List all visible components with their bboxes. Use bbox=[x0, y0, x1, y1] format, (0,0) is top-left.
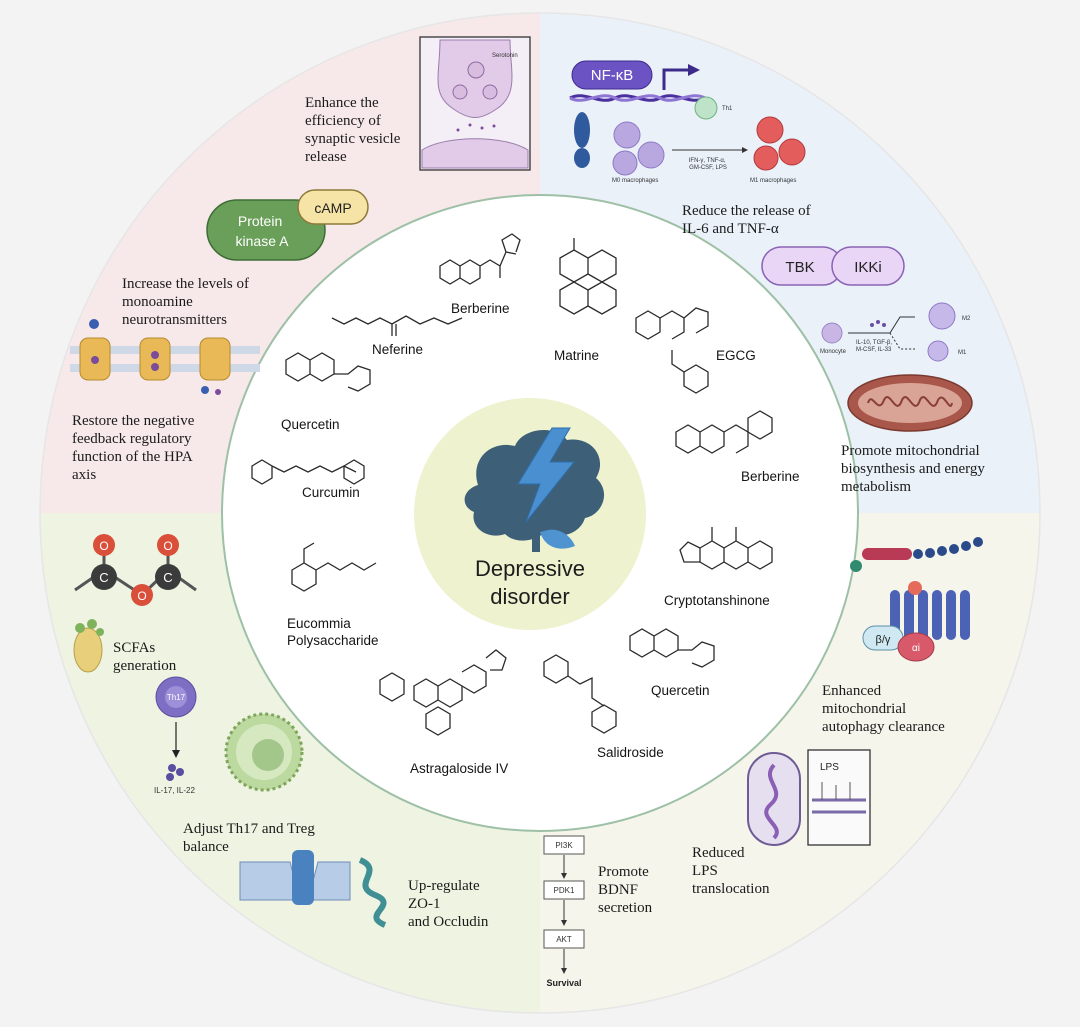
eucommia-structure bbox=[291, 542, 377, 592]
survival-label: Survival bbox=[546, 978, 581, 988]
scfa-molecule-icon: O O O C C bbox=[74, 534, 197, 606]
monoamine-text: Increase the levels of monoamine neurotr… bbox=[122, 276, 253, 328]
compound-quercetin-right: Quercetin bbox=[651, 683, 710, 698]
tbk-ikki-icon: TBK IKKi bbox=[761, 246, 905, 286]
hpa-text: Restore the negative feedback regulatory… bbox=[72, 413, 198, 483]
curcumin-structure bbox=[251, 459, 365, 485]
oxygen-label-3: O bbox=[137, 589, 146, 603]
alpha-i-label: αi bbox=[912, 643, 920, 654]
neferine-structure bbox=[331, 315, 463, 336]
th1-label: Th1 bbox=[722, 106, 733, 112]
compound-cryptotanshinone: Cryptotanshinone bbox=[664, 593, 770, 608]
monocyte-label: Monocyte bbox=[820, 349, 847, 355]
compound-neferine: Neferine bbox=[372, 342, 423, 357]
tight-junction-icon bbox=[239, 850, 387, 928]
oxygen-label-2: O bbox=[163, 539, 172, 553]
tbk-label: TBK bbox=[785, 259, 814, 276]
synaptic-text: Enhance the efficiency of synaptic vesic… bbox=[305, 95, 404, 165]
brain-icon bbox=[464, 429, 605, 552]
carbon-label-2: C bbox=[163, 570, 172, 585]
m1-label: M1 macrophages bbox=[750, 178, 796, 184]
center-title-line1: Depressive bbox=[475, 556, 585, 581]
macrophage-illustration: M0 macrophages Th1 IFN-γ, TNF-α, GM-CSF,… bbox=[574, 96, 806, 184]
m2-cytokines-label: IL-10, TGF-β, M-CSF, IL-33 bbox=[856, 340, 894, 353]
m0-label: M0 macrophages bbox=[612, 178, 658, 184]
m1-short-label: M1 bbox=[958, 350, 967, 356]
bacteria-icon bbox=[73, 619, 104, 673]
compound-berberine-right: Berberine bbox=[741, 469, 800, 484]
pi3k-pathway-icon: PI3K PDK1 AKT Survival bbox=[543, 835, 585, 988]
compound-salidroside: Salidroside bbox=[597, 745, 664, 760]
mito-biosynthesis-text: Promote mitochondrial biosynthesis and e… bbox=[841, 443, 989, 495]
carbon-label-1: C bbox=[99, 570, 108, 585]
scfa-text: SCFAs generation bbox=[113, 640, 177, 674]
gpcr-receptor-icon: β/γ αi bbox=[850, 537, 983, 662]
cryptotanshinone-structure bbox=[679, 527, 773, 570]
membrane-transporter-illustration bbox=[70, 319, 260, 395]
astragaloside-structure bbox=[379, 649, 507, 736]
compound-matrine: Matrine bbox=[554, 348, 599, 363]
salidroside-structure bbox=[543, 654, 617, 734]
pi3k-label: PI3K bbox=[555, 841, 573, 850]
cytokines-label: IFN-γ, TNF-α, GM-CSF, LPS bbox=[689, 158, 727, 171]
zo1-text: Up-regulate ZO-1 and Occludin bbox=[408, 878, 489, 930]
quercetin-right-structure bbox=[629, 628, 715, 668]
lps-icon-label: LPS bbox=[820, 762, 839, 773]
lps-bacterium-icon: LPS bbox=[747, 749, 871, 846]
quercetin-left-structure bbox=[285, 352, 371, 392]
mitochondrion-icon bbox=[847, 374, 973, 432]
berberine-structure bbox=[439, 233, 521, 285]
center-title-line2: disorder bbox=[490, 584, 569, 609]
il6-text: Reduce the release of IL-6 and TNF-α bbox=[682, 203, 814, 237]
autophagy-text: Enhanced mitochondrial autophagy clearan… bbox=[822, 683, 945, 735]
treg-cell-icon bbox=[224, 712, 304, 792]
th17-treg-text: Adjust Th17 and Treg balance bbox=[183, 821, 319, 855]
compound-curcumin: Curcumin bbox=[302, 485, 360, 500]
m2-label: M2 bbox=[962, 316, 971, 322]
compound-egcg: EGCG bbox=[716, 348, 756, 363]
synaptic-illustration: Serotonin bbox=[419, 36, 531, 171]
il17-label: IL-17, IL-22 bbox=[154, 786, 195, 795]
berberine-right-structure bbox=[675, 410, 773, 454]
bdnf-text: Promote BDNF secretion bbox=[598, 864, 653, 916]
compound-quercetin-left: Quercetin bbox=[281, 417, 340, 432]
th17-label: Th17 bbox=[167, 693, 186, 702]
lightning-bolt-icon bbox=[517, 427, 576, 523]
compound-berberine-top: Berberine bbox=[451, 301, 510, 316]
egcg-structure bbox=[635, 307, 709, 394]
compound-eucommia: Eucommia Polysaccharide bbox=[287, 616, 379, 648]
ikki-label: IKKi bbox=[854, 259, 882, 276]
beta-gamma-label: β/γ bbox=[876, 634, 891, 646]
serotonin-label: Serotonin bbox=[492, 53, 518, 59]
th17-cell-icon: Th17 IL-17, IL-22 bbox=[154, 676, 197, 795]
nfkb-label: NF-κB bbox=[591, 67, 634, 84]
lps-text: Reduced LPS translocation bbox=[692, 845, 770, 897]
nfkb-icon: NF-κB bbox=[569, 60, 706, 102]
matrine-structure bbox=[559, 238, 617, 315]
outer-ring-border bbox=[39, 12, 1041, 1014]
oxygen-label-1: O bbox=[99, 539, 108, 553]
camp-label: cAMP bbox=[314, 200, 351, 216]
monocyte-polarization-illustration: Monocyte IL-10, TGF-β, M-CSF, IL-33 M2 M… bbox=[820, 302, 971, 362]
akt-label: AKT bbox=[556, 935, 572, 944]
pka-label: Protein kinase A bbox=[236, 213, 290, 249]
protein-kinase-a-icon: cAMP Protein kinase A bbox=[206, 189, 369, 261]
pdk1-label: PDK1 bbox=[554, 886, 575, 895]
compound-astragaloside: Astragaloside IV bbox=[410, 761, 508, 776]
